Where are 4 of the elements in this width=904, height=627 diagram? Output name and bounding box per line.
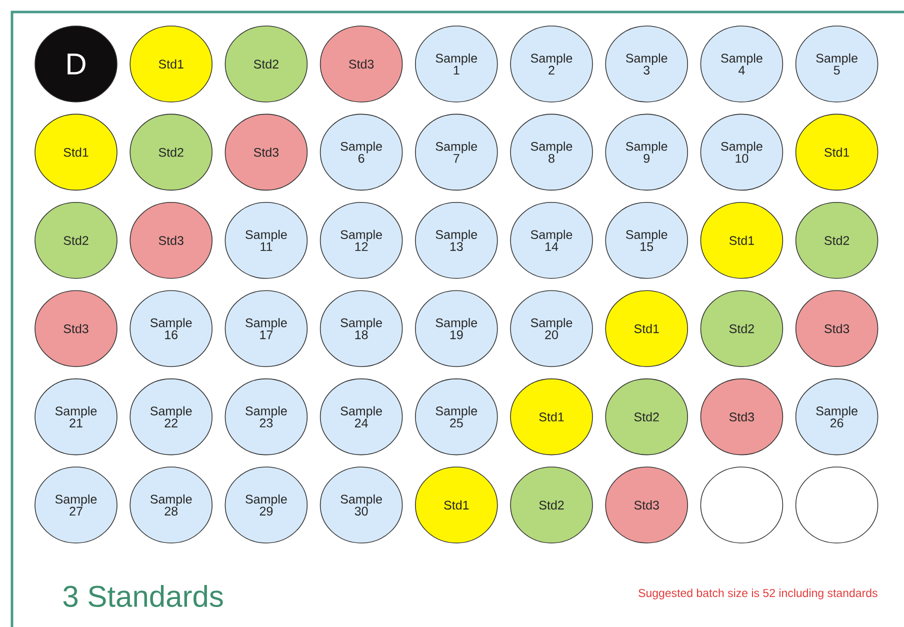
note-text: Suggested batch size is 52 including standards xyxy=(638,588,878,600)
empty-well-circle xyxy=(795,466,878,544)
title-text: 3 Standards xyxy=(63,584,223,608)
empty-well-circle xyxy=(700,466,784,544)
